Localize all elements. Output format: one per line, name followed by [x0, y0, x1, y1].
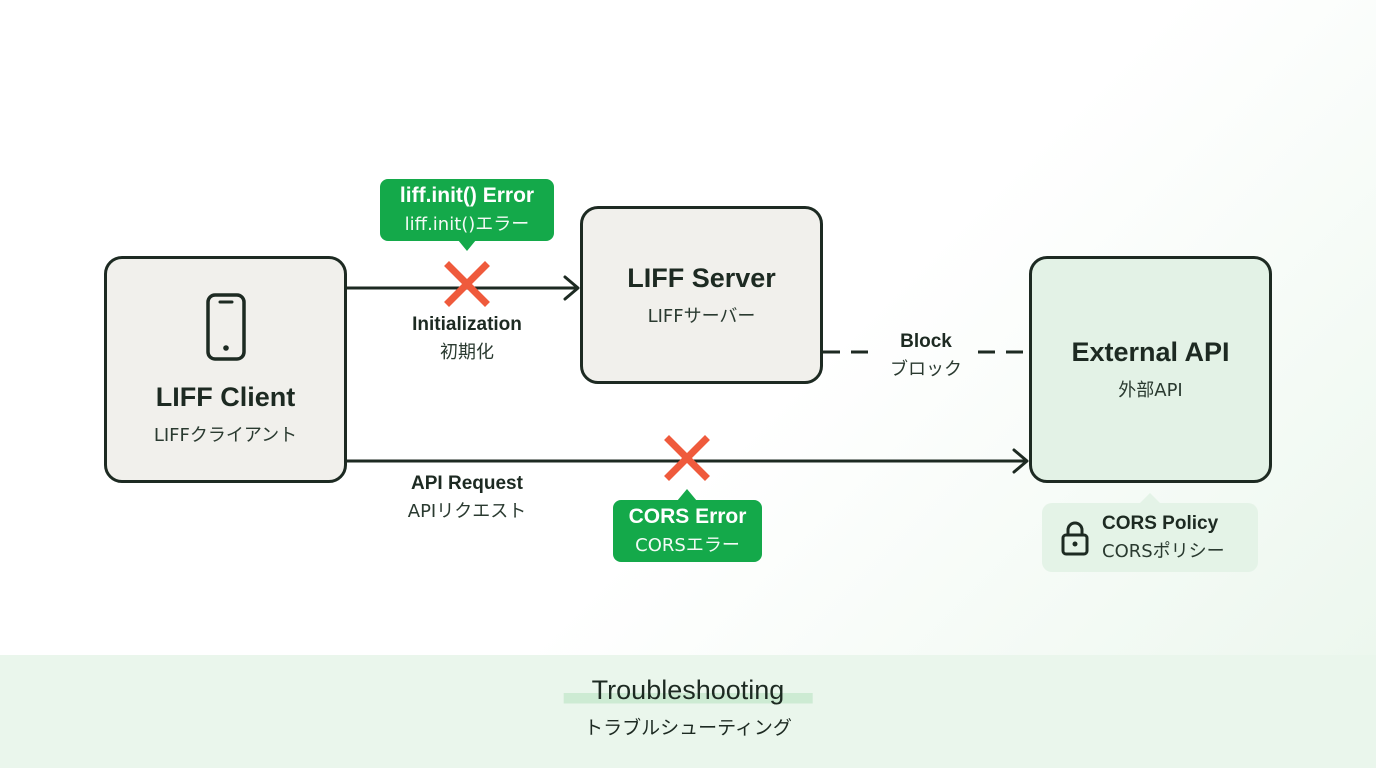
liff-server-title: LIFF Server — [627, 262, 776, 293]
liff-client-title: LIFF Client — [155, 382, 296, 412]
smartphone-icon — [205, 293, 246, 361]
block-label: Block ブロック — [890, 331, 962, 381]
callout-pointer — [677, 489, 697, 501]
lock-icon — [1061, 521, 1089, 555]
error-x-icon — [664, 435, 710, 481]
liff-client-subtitle: LIFFクライアント — [153, 425, 298, 446]
error-x-icon — [444, 261, 490, 307]
block-label-ja: ブロック — [890, 359, 962, 380]
liff-server-subtitle: LIFFサーバー — [647, 305, 756, 327]
footer-banner: Troubleshooting トラブルシューティング — [0, 655, 1376, 768]
initialization-label: Initialization 初期化 — [412, 314, 522, 364]
liff-client-node: LIFF Client LIFFクライアント — [104, 256, 347, 483]
liff-init-error-badge: liff.init() Error liff.init()エラー — [380, 179, 554, 241]
cors-error-badge: CORS Error CORSエラー — [613, 500, 762, 562]
footer-title: Troubleshooting — [563, 675, 813, 706]
cors-policy-badge: CORS Policy CORSポリシー — [1042, 503, 1258, 572]
api-request-label-en: API Request — [411, 473, 523, 494]
external-api-title: External API — [1071, 337, 1230, 367]
cors-error-label-ja: CORSエラー — [635, 535, 740, 556]
external-api-node: External API 外部API — [1029, 256, 1272, 483]
external-api-subtitle: 外部API — [1118, 380, 1183, 401]
liff-init-error-label: liff.init() Error — [399, 184, 535, 207]
policy-pointer — [1140, 493, 1160, 503]
initialization-label-ja: 初期化 — [440, 342, 494, 363]
block-label-en: Block — [900, 331, 952, 352]
liff-server-node: LIFF Server LIFFサーバー — [580, 206, 823, 384]
cors-policy-label-ja: CORSポリシー — [1102, 540, 1225, 562]
api-request-label: API Request APIリクエスト — [408, 473, 526, 523]
liff-init-error-label-ja: liff.init()エラー — [404, 214, 530, 235]
cors-error-label: CORS Error — [628, 505, 747, 528]
api-request-label-ja: APIリクエスト — [407, 501, 527, 522]
callout-pointer — [458, 240, 476, 251]
footer-subtitle: トラブルシューティング — [584, 717, 792, 739]
cors-policy-label: CORS Policy — [1102, 512, 1219, 534]
initialization-label-en: Initialization — [412, 314, 522, 335]
